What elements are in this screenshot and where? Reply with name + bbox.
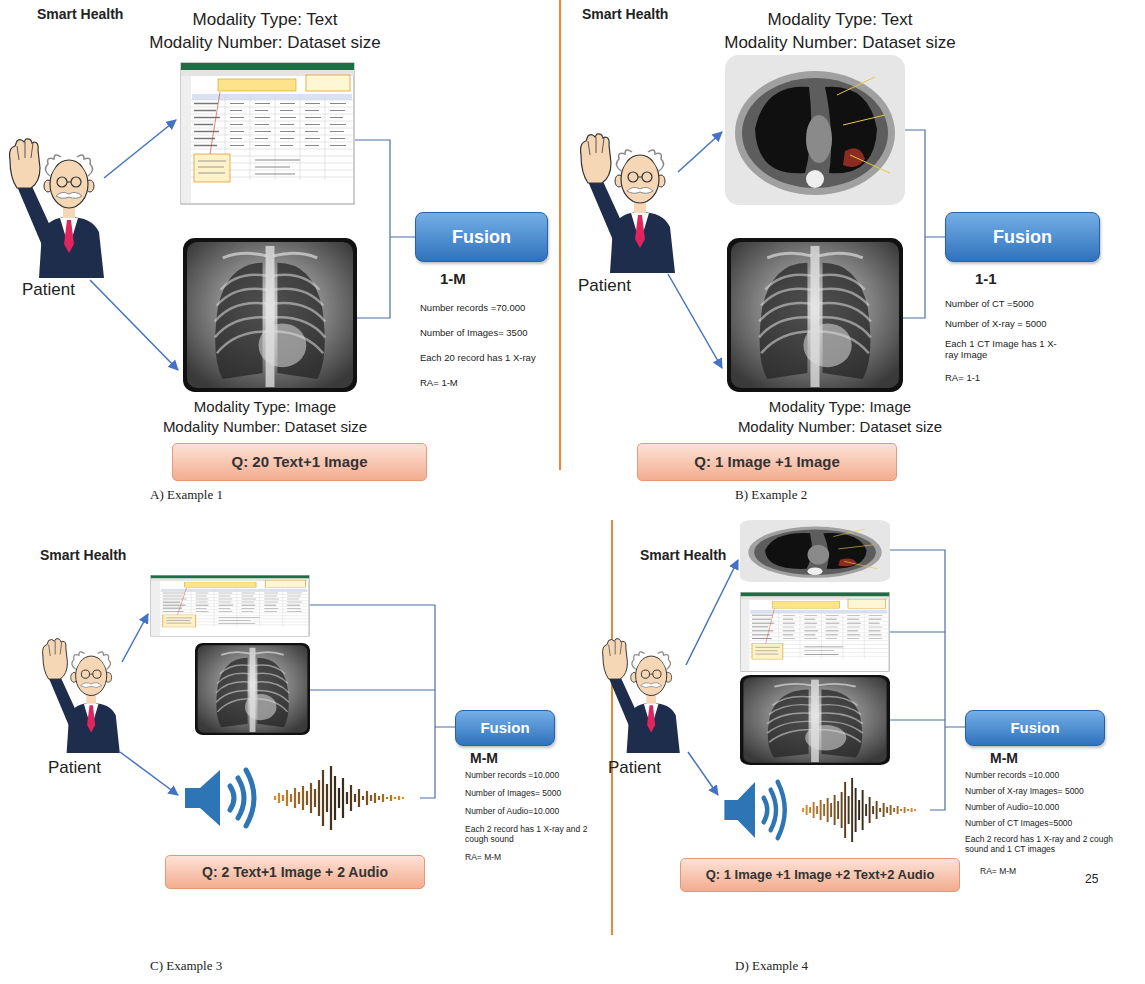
patient-arrow: [90, 280, 178, 370]
fusion-label: Fusion: [480, 719, 529, 736]
patient-figure: [10, 139, 104, 278]
panel-title: Smart Health: [640, 547, 726, 564]
modality-label: Modality Type: Image: [769, 398, 911, 416]
patient-arrow: [120, 752, 178, 795]
fusion-label: Fusion: [452, 227, 511, 248]
fusion-box: Fusion: [415, 212, 548, 262]
note-text: Number of X-ray Images= 5000: [965, 786, 1084, 796]
query-box: Q: 1 Image +1 Image +2 Text+2 Audio: [680, 858, 960, 892]
fusion-bracket: [310, 605, 455, 798]
ratio-heading: 1-1: [975, 270, 997, 288]
figure-caption: B) Example 2: [735, 487, 807, 503]
modality-label: Modality Number: Dataset size: [163, 418, 367, 436]
figure-caption: D) Example 4: [735, 958, 808, 974]
patient-figure: [43, 639, 120, 753]
note-text: Each 20 record has 1 X-ray: [420, 352, 536, 363]
note-text: Each 2 record has 1 X-ray and 2 cough so…: [465, 824, 600, 844]
note-text: Number of Audio=10.000: [465, 806, 559, 816]
patient-arrow: [122, 614, 148, 662]
xray-picture: [740, 675, 890, 765]
modality-label: Modality Number: Dataset size: [149, 33, 380, 53]
ct-picture: [740, 520, 890, 582]
modality-label: Modality Type: Image: [194, 398, 336, 416]
note-text: Each 2 record has 1 X-ray and 2 cough so…: [965, 834, 1115, 854]
audio-picture: [185, 766, 403, 830]
fusion-bracket: [355, 140, 415, 318]
panel-divider: [559, 0, 561, 470]
note-text: Number of CT =5000: [945, 298, 1034, 309]
page-number: 25: [1085, 872, 1098, 886]
query-label: Q: 1 Image +1 Image: [694, 453, 839, 470]
fusion-box: Fusion: [945, 212, 1100, 262]
patient-arrow: [668, 274, 722, 368]
patient-figure: [581, 134, 675, 273]
patient-arrow: [686, 560, 738, 665]
query-box: Q: 20 Text+1 Image: [172, 443, 427, 481]
panel-title: Smart Health: [37, 6, 123, 23]
note-text: Number records =70.000: [420, 302, 525, 313]
query-label: Q: 1 Image +1 Image +2 Text+2 Audio: [706, 868, 935, 883]
query-label: Q: 2 Text+1 Image + 2 Audio: [202, 864, 388, 880]
spreadsheet-picture: [151, 575, 309, 636]
xray-picture: [195, 643, 310, 735]
note-text: Number records =10.000: [465, 770, 559, 780]
xray-picture: [183, 238, 357, 392]
note-text: Number of Audio=10.000: [965, 802, 1059, 812]
note-text: Each 1 CT Image has 1 X-ray Image: [945, 338, 1063, 361]
note-text: Number of X-ray = 5000: [945, 318, 1047, 329]
patient-arrow: [688, 752, 718, 795]
note-text: Number of CT Images=5000: [965, 818, 1072, 828]
modality-label: Modality Type: Text: [193, 10, 338, 30]
panel-divider: [611, 520, 613, 935]
patient-arrow: [678, 132, 722, 172]
fusion-box: Fusion: [455, 710, 555, 746]
note-text: RA= M-M: [465, 852, 501, 862]
xray-picture: [727, 238, 903, 392]
panel-title: Smart Health: [582, 6, 668, 23]
figure-caption: C) Example 3: [150, 958, 222, 974]
note-text: Number records =10.000: [965, 770, 1059, 780]
ct-picture: [725, 55, 905, 205]
patient-label: Patient: [578, 276, 631, 296]
patient-label: Patient: [48, 758, 101, 778]
patient-figure: [603, 639, 680, 753]
query-box: Q: 1 Image +1 Image: [637, 443, 897, 481]
panel-title: Smart Health: [40, 547, 126, 564]
audio-picture: [724, 778, 915, 842]
note-text: Number of Images= 3500: [420, 327, 527, 338]
fusion-bracket: [903, 130, 945, 318]
spreadsheet-picture: [741, 593, 889, 672]
patient-label: Patient: [608, 758, 661, 778]
modality-label: Modality Type: Text: [768, 10, 913, 30]
note-text: RA= 1-M: [420, 377, 458, 388]
query-label: Q: 20 Text+1 Image: [231, 453, 367, 470]
note-text: Number of Images= 5000: [465, 788, 561, 798]
modality-label: Modality Number: Dataset size: [724, 33, 955, 53]
fusion-label: Fusion: [1010, 719, 1059, 736]
note-text: RA= M-M: [980, 866, 1016, 876]
ratio-heading: 1-M: [440, 270, 466, 288]
ratio-heading: M-M: [990, 750, 1018, 767]
spreadsheet-picture: [181, 63, 354, 204]
figure-caption: A) Example 1: [150, 487, 223, 503]
fusion-label: Fusion: [993, 227, 1052, 248]
fusion-box: Fusion: [965, 710, 1105, 746]
ratio-heading: M-M: [470, 750, 498, 767]
query-box: Q: 2 Text+1 Image + 2 Audio: [165, 855, 425, 889]
modality-label: Modality Number: Dataset size: [738, 418, 942, 436]
patient-arrow: [104, 120, 176, 178]
patient-label: Patient: [22, 280, 75, 300]
fusion-bracket: [890, 550, 965, 810]
note-text: RA= 1-1: [945, 372, 980, 383]
